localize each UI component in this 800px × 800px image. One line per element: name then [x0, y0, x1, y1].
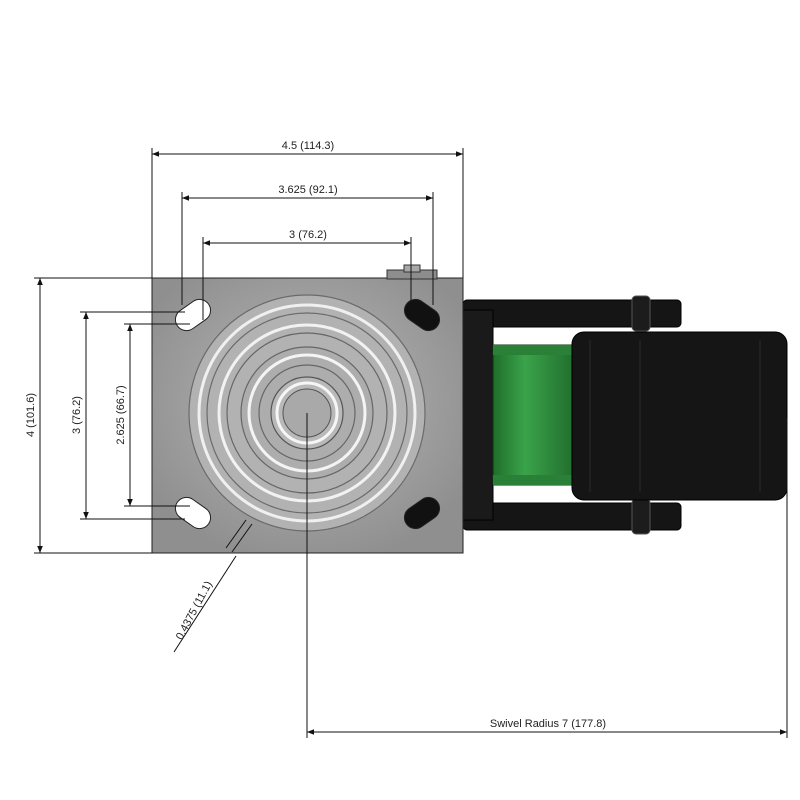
wheel-tread	[571, 331, 788, 501]
dim-bolt-outer-height: 3 (76.2)	[71, 396, 83, 434]
dim-slot-width: 0.4375 (11.1)	[174, 579, 215, 642]
bolt-slot-top-left	[174, 298, 212, 332]
dim-plate-height: 4 (101.6)	[25, 393, 37, 437]
wheel-assembly	[462, 295, 788, 535]
bolt-slot-bottom-left	[174, 496, 212, 530]
bolt-slot-bottom-right	[403, 496, 441, 530]
wheel-hub	[492, 344, 574, 486]
dimension-lines	[34, 148, 788, 738]
axle-bolt-top	[631, 295, 651, 332]
dim-bolt-outer-width: 3.625 (92.1)	[278, 184, 337, 196]
dim-bolt-inner-width: 3 (76.2)	[289, 229, 327, 241]
dim-bolt-inner-height: 2.625 (66.7)	[115, 385, 127, 444]
dim-plate-width: 4.5 (114.3)	[282, 140, 334, 152]
mounting-plate	[151, 264, 464, 554]
dim-swivel-radius: Swivel Radius 7 (177.8)	[490, 718, 606, 730]
fork-back	[462, 309, 494, 521]
axle-bolt-bottom	[631, 498, 651, 535]
bolt-slot-top-right	[403, 298, 441, 332]
